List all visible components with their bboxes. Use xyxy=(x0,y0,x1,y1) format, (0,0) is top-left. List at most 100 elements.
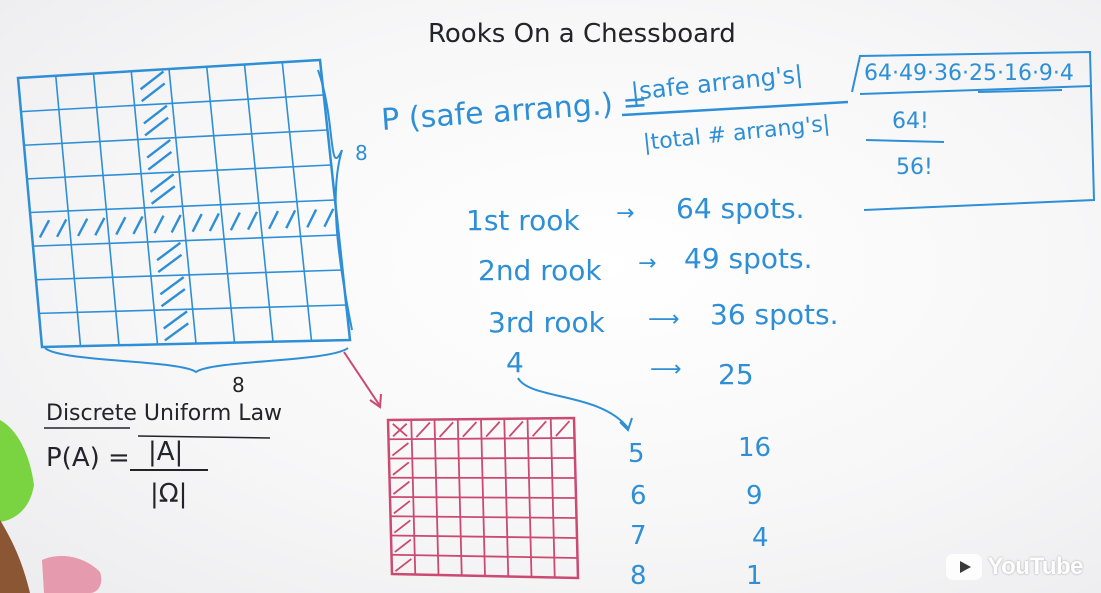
row-8-v: 1 xyxy=(746,561,763,591)
rook-step-3-spots: 36 spots. xyxy=(710,298,839,331)
hatch-mark xyxy=(94,217,106,236)
law-denominator: |Ω| xyxy=(150,479,187,509)
rook-steps: 1st rook → 64 spots. 2nd rook → 49 spots… xyxy=(466,192,839,432)
fourth-rook-value: 25 xyxy=(718,358,754,391)
hatch-mark xyxy=(229,212,241,231)
grid-line xyxy=(281,62,313,341)
rook-step-2-spots: 49 spots. xyxy=(684,242,813,275)
hatch-mark xyxy=(143,104,168,125)
bottom-size-label: 8 xyxy=(232,373,245,397)
small-chessboard xyxy=(386,416,580,580)
hatch-mark xyxy=(139,70,165,91)
hatch-mark xyxy=(146,139,171,159)
presenter-edge xyxy=(0,420,102,593)
hatch-mark xyxy=(415,421,431,438)
row-5-v: 16 xyxy=(738,433,771,463)
grid-line xyxy=(390,534,578,539)
hatch-mark xyxy=(394,538,412,553)
rook-step-3-label: 3rd rook xyxy=(488,306,606,339)
grid-line xyxy=(35,269,343,281)
youtube-watermark: YouTube xyxy=(946,553,1083,581)
hatch-mark xyxy=(159,276,185,296)
hatch-mark xyxy=(156,241,182,262)
hatch-mark xyxy=(144,116,169,137)
remaining-counts: 5 16 6 9 7 4 8 1 xyxy=(628,433,771,591)
hatch-mark xyxy=(150,185,176,205)
grid-line xyxy=(243,64,274,342)
rook-step-1-label: 1st rook xyxy=(466,204,580,237)
hatch-mark xyxy=(306,209,318,228)
hatch-mark xyxy=(323,208,335,228)
row-6-n: 6 xyxy=(630,481,647,511)
board-title: Rooks On a Chessboard xyxy=(428,19,736,49)
hatch-mark xyxy=(77,218,89,237)
law-lhs: P(A) = xyxy=(46,443,130,473)
result-numerator: 64! xyxy=(892,109,929,134)
hatch-mark xyxy=(164,322,189,342)
hatch-mark xyxy=(160,288,186,308)
grid-line xyxy=(389,496,577,499)
curved-arrow xyxy=(517,377,629,429)
hatch-mark xyxy=(393,500,411,515)
hatch-mark xyxy=(392,461,410,476)
row-7-v: 4 xyxy=(752,523,769,553)
hatch-mark xyxy=(555,420,571,437)
hatch-mark xyxy=(153,215,165,234)
arrow-1: → xyxy=(616,201,634,226)
row-6-v: 9 xyxy=(746,481,763,511)
grid-line xyxy=(29,199,336,214)
fourth-rook-label: 4 xyxy=(506,346,524,379)
side-size-label: 8 xyxy=(355,141,368,165)
hatch-mark xyxy=(157,253,183,274)
grid-line xyxy=(205,66,236,343)
arrow-2: → xyxy=(638,251,656,276)
grid-line xyxy=(549,418,556,578)
hatch-mark xyxy=(132,215,144,235)
hatch-mark xyxy=(149,173,175,193)
hatch-mark xyxy=(462,421,478,438)
grid-line xyxy=(38,304,347,315)
law-title: Discrete Uniform Law xyxy=(46,401,282,426)
hatch-mark xyxy=(115,216,127,236)
grid-line xyxy=(526,418,533,578)
hatch-mark xyxy=(56,218,68,238)
hatch-mark xyxy=(394,558,412,572)
connector-arrow xyxy=(343,351,382,409)
side-brace xyxy=(317,69,353,331)
result-box: 64·49·36·25·16·9·4 64! 56! xyxy=(851,50,1096,211)
rook-x-mark xyxy=(392,423,408,437)
hatch-mark xyxy=(162,310,188,330)
result-denominator: 56! xyxy=(896,155,933,180)
hatch-mark xyxy=(147,151,173,171)
arrow-4: ⟶ xyxy=(650,357,682,382)
row-7-n: 7 xyxy=(630,521,647,551)
probability-label: P (safe arrang.) = xyxy=(380,84,649,138)
rook-step-2-label: 2nd rook xyxy=(478,254,602,287)
hatch-mark xyxy=(485,421,501,438)
play-icon xyxy=(946,554,983,580)
law-numerator: |A| xyxy=(148,437,183,467)
youtube-brand: YouTube xyxy=(987,553,1083,580)
rook-step-1-spots: 64 spots. xyxy=(676,192,805,225)
hatch-mark xyxy=(285,209,297,229)
row-8-n: 8 xyxy=(630,561,647,591)
hatch-mark xyxy=(438,421,454,438)
probability-numerator: |safe arrang's| xyxy=(630,60,804,106)
hatch-mark xyxy=(191,213,203,233)
hatch-mark xyxy=(531,420,547,437)
hatch-mark xyxy=(391,442,409,457)
hatch-mark xyxy=(38,219,51,238)
hatch-mark xyxy=(208,212,220,232)
arrow-3: ⟶ xyxy=(648,307,680,332)
hatch-mark xyxy=(393,519,411,534)
hatch-mark xyxy=(141,82,166,103)
hatch-mark xyxy=(170,214,182,234)
hatch-mark xyxy=(508,420,524,438)
probability-denominator: |total # arrang's| xyxy=(642,111,831,155)
fraction-bar xyxy=(621,100,849,117)
hatch-mark xyxy=(267,210,280,230)
grid-line xyxy=(390,515,577,519)
hatch-mark xyxy=(246,211,259,231)
result-product: 64·49·36·25·16·9·4 xyxy=(864,61,1074,86)
